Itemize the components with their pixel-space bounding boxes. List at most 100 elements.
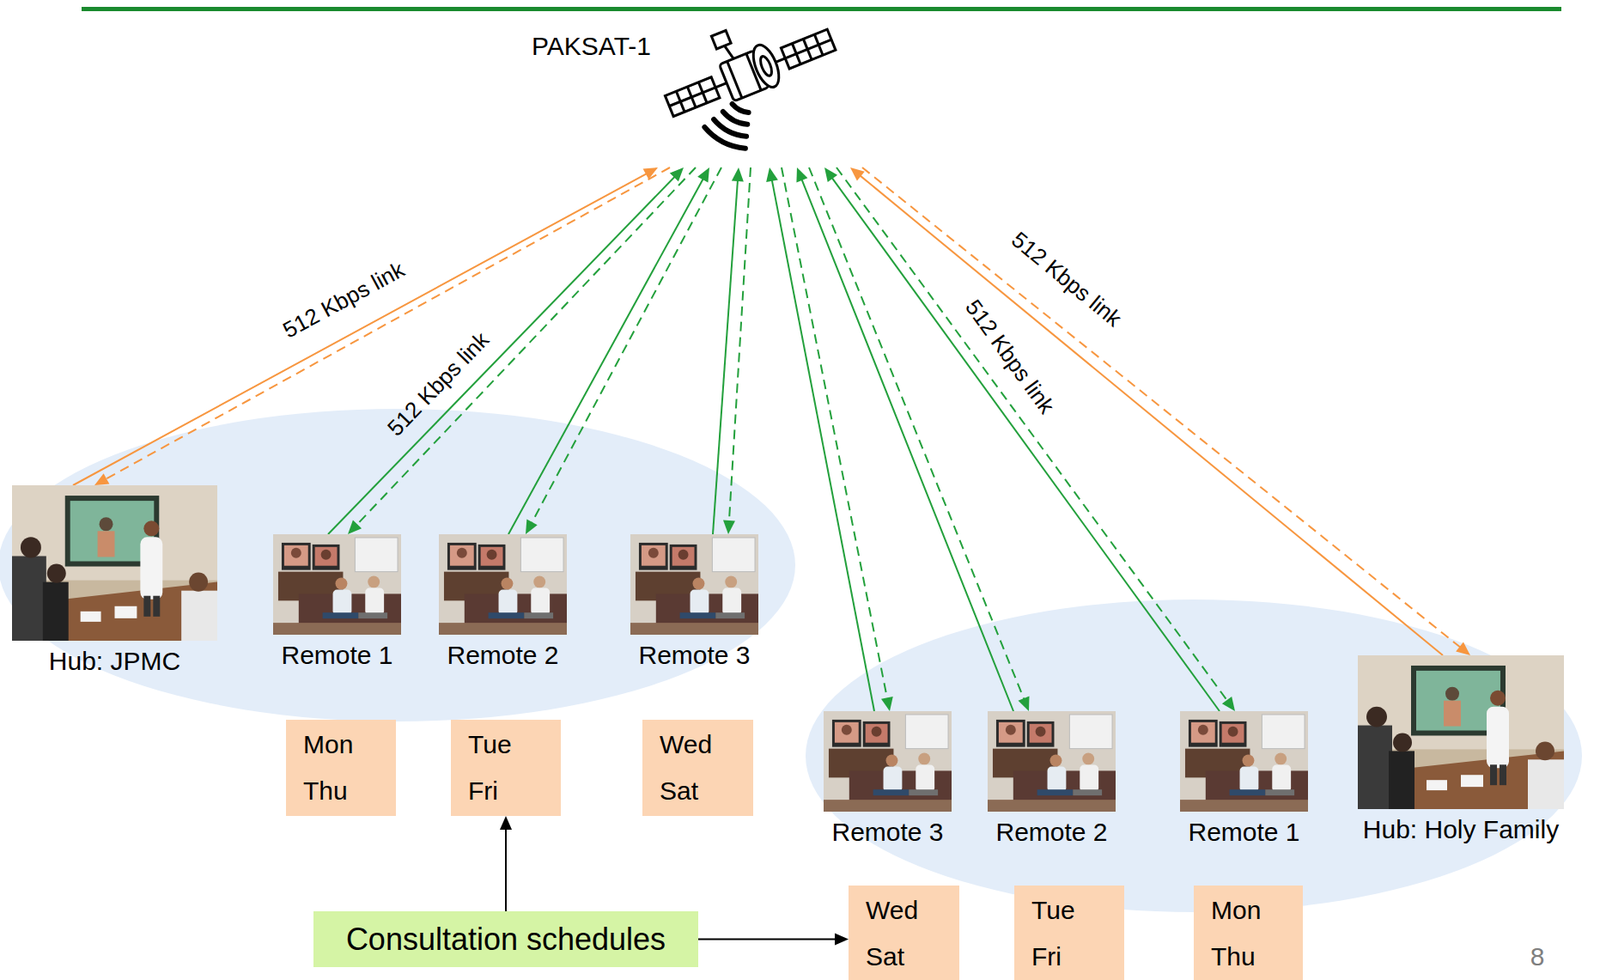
schedule-days: Mon Thu (1210, 887, 1261, 980)
satellite-name: PAKSAT-1 (531, 30, 651, 62)
arrow-head (850, 167, 865, 182)
arrow-head (723, 520, 736, 535)
connector-line (781, 167, 889, 703)
remote-site: Remote 3 (823, 711, 952, 812)
link-arrow (712, 167, 744, 535)
downlink-arrow (836, 167, 1235, 712)
meeting-room-photo (1357, 655, 1564, 810)
connector-line (504, 824, 507, 912)
connector-line (529, 167, 722, 527)
site-name: Remote 3 (638, 639, 750, 671)
schedule-days: Tue Fri (1031, 887, 1076, 980)
remote-site: Remote 1 (273, 534, 402, 635)
schedule-box: Tue Fri (1014, 885, 1125, 980)
connector-line (771, 176, 875, 712)
schedule-days: Wed Sat (865, 887, 919, 980)
link-label: 512 Kbps link (1006, 226, 1127, 332)
link-arrow (499, 815, 512, 912)
link-arrow (698, 933, 849, 946)
callout-box: Consultation schedules (313, 911, 699, 968)
connector-line (857, 172, 1443, 656)
schedule-days: Tue Fri (468, 721, 512, 815)
connector-line (73, 171, 651, 486)
living-room-photo (1180, 711, 1308, 812)
link-arrow (73, 167, 658, 486)
site-name: Remote 1 (280, 639, 393, 671)
downlink-arrow (781, 167, 894, 712)
arrow-head (834, 933, 849, 946)
living-room-photo (630, 534, 759, 635)
connector-line (698, 938, 840, 941)
arrow-head (347, 520, 362, 535)
downlink-arrow (525, 167, 722, 535)
arrow-head (499, 815, 512, 830)
arrow-head (669, 167, 684, 182)
link-arrow (328, 167, 684, 535)
link-label: 512 Kbps link (381, 327, 493, 442)
schedule-box: Tue Fri (450, 719, 561, 816)
schedule-box: Wed Sat (642, 719, 754, 816)
link-arrow (508, 167, 710, 535)
connector-line (712, 176, 738, 535)
arrow-head (731, 167, 744, 182)
site-name: Remote 3 (831, 816, 943, 848)
arrow-head (1222, 696, 1235, 712)
site-name: Remote 1 (1187, 816, 1300, 848)
site-name: Remote 2 (446, 639, 559, 671)
arrow-head (94, 473, 110, 486)
remote-site: Remote 2 (438, 534, 567, 635)
arrow-head (1018, 696, 1030, 712)
link-arrow (824, 167, 1220, 712)
arrow-head (881, 696, 894, 712)
connector-line (862, 167, 1464, 651)
remote-site: Remote 3 (630, 534, 759, 635)
connector-line (729, 167, 751, 526)
connector-line (508, 175, 706, 535)
schedule-days: Wed Sat (659, 721, 712, 815)
remote-site: Remote 2 (987, 711, 1116, 812)
living-room-photo (823, 711, 952, 812)
schedule-box: Mon Thu (285, 719, 396, 816)
satellite-icon (654, 21, 870, 168)
page-number: 8 (1530, 942, 1546, 972)
remote-site: Remote 1 (1180, 711, 1308, 812)
arrow-head (1455, 642, 1471, 656)
callout-text: Consultation schedules (346, 921, 666, 958)
meeting-room-photo (12, 485, 218, 641)
living-room-photo (987, 711, 1116, 812)
arrow-head (796, 167, 808, 183)
connector-line (809, 167, 1026, 704)
site-group-ellipse (805, 599, 1582, 913)
arrow-head (824, 167, 838, 183)
living-room-photo (438, 534, 567, 635)
satellite-node: PAKSAT-1 (654, 21, 870, 168)
link-label: 512 Kbps link (960, 294, 1060, 419)
site-name: Hub: JPMC (48, 645, 181, 677)
site-name: Remote 2 (995, 816, 1108, 848)
connector-line (328, 173, 678, 535)
link-arrow (766, 167, 875, 712)
downlink-arrow (862, 167, 1471, 656)
arrow-head (697, 167, 710, 183)
site-group-ellipse (0, 408, 796, 722)
header-rule (81, 6, 1562, 12)
link-label: 512 Kbps link (278, 255, 408, 343)
downlink-arrow (723, 167, 751, 535)
connector-line (353, 167, 696, 529)
arrow-head (525, 519, 538, 535)
connector-line (829, 174, 1220, 712)
downlink-arrow (94, 167, 670, 486)
connector-line (836, 167, 1230, 705)
schedule-box: Wed Sat (848, 885, 960, 980)
downlink-arrow (347, 167, 696, 535)
link-arrow (850, 167, 1443, 656)
hub-site: Hub: JPMC (12, 485, 218, 641)
connector-line (102, 167, 670, 481)
schedule-box: Mon Thu (1193, 885, 1303, 980)
hub-site: Hub: Holy Family (1357, 655, 1564, 810)
connector-line (800, 175, 1014, 712)
link-arrow (796, 167, 1014, 712)
site-name: Hub: Holy Family (1362, 814, 1559, 846)
